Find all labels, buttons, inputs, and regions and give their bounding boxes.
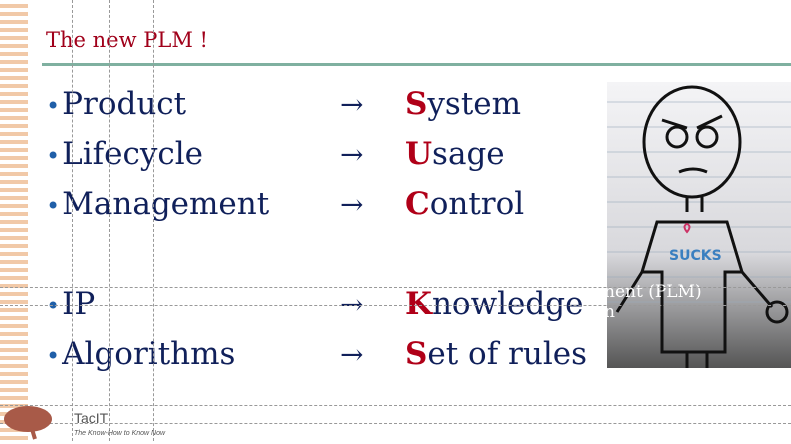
term-ip: •IP — [46, 286, 96, 322]
guide-line — [153, 0, 154, 441]
shirt-text: SUCKS — [669, 248, 722, 264]
term-management: •Management — [46, 186, 270, 222]
title-divider — [42, 63, 791, 66]
image-caption: nent (PLM) n — [604, 282, 702, 322]
arrow-icon: → — [340, 188, 364, 221]
arrow-icon: → — [340, 138, 364, 171]
result-system: System — [405, 86, 522, 122]
slide-title: The new PLM ! — [46, 28, 208, 52]
arrow-icon: → — [340, 338, 364, 371]
guide-line — [0, 287, 791, 288]
stick-figure-image: SUCKS — [607, 82, 791, 368]
term-lifecycle: •Lifecycle — [46, 136, 203, 172]
decorative-border — [0, 0, 28, 441]
guide-line — [109, 0, 110, 441]
logo-tagline: The Know-How to Know Now — [74, 430, 166, 437]
guide-line — [0, 423, 791, 424]
term-algorithms: •Algorithms — [46, 336, 236, 372]
result-knowledge: Knowledge — [405, 286, 584, 322]
result-usage: Usage — [405, 136, 505, 172]
result-set-of-rules: Set of rules — [405, 336, 587, 372]
guide-line — [72, 0, 73, 441]
term-product: •Product — [46, 86, 187, 122]
brain-logo-icon — [2, 404, 54, 444]
guide-line — [0, 405, 791, 406]
arrow-icon: → — [340, 288, 364, 321]
arrow-icon: → — [340, 88, 364, 121]
guide-line — [0, 305, 791, 306]
logo-brand: TacIT — [74, 410, 109, 426]
result-control: Control — [405, 186, 525, 222]
